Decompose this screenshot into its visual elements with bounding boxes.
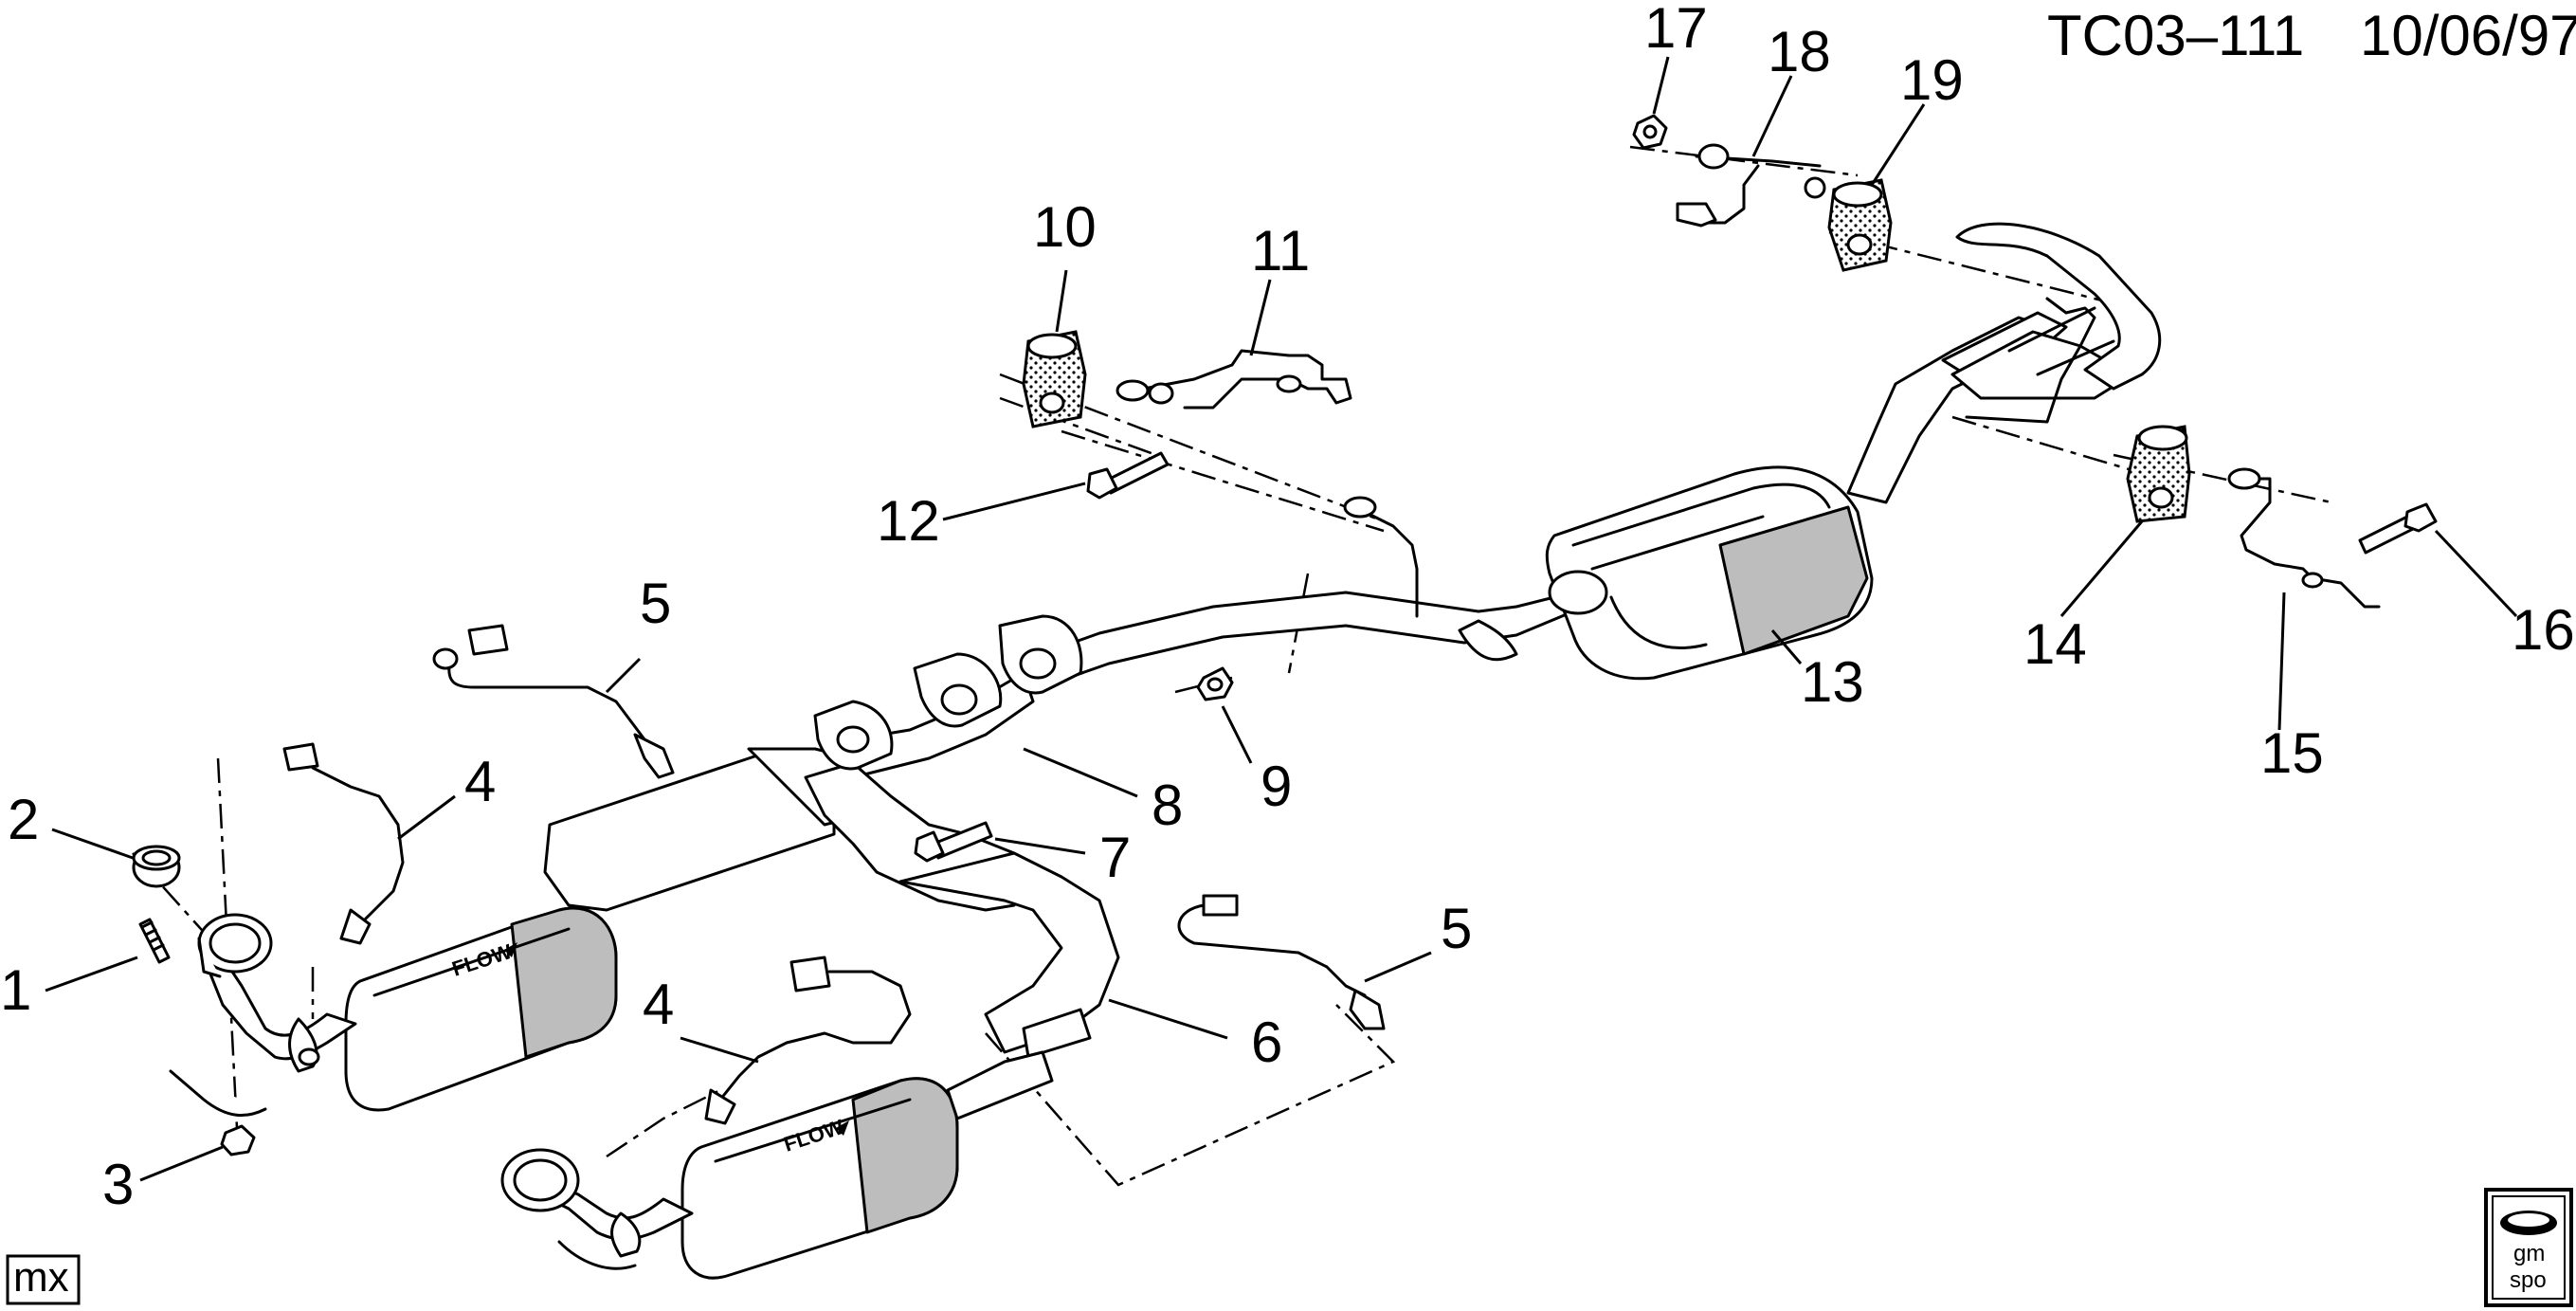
nut-9 bbox=[1196, 666, 1234, 701]
callout-18: 18 bbox=[1768, 20, 1831, 83]
corner-tag: mx bbox=[6, 1254, 81, 1305]
diagram-code: TC03–111 bbox=[2047, 4, 2304, 67]
callout-4-lower: 4 bbox=[643, 973, 674, 1036]
logo-spo-text: spo bbox=[2510, 1267, 2547, 1293]
hanger-bracket-12-rod bbox=[1343, 496, 1419, 618]
leader-lines bbox=[45, 56, 2518, 1182]
callout-2: 2 bbox=[8, 788, 39, 851]
callout-12: 12 bbox=[877, 489, 940, 553]
callout-13: 13 bbox=[1801, 650, 1864, 714]
nut-17 bbox=[1632, 114, 1668, 150]
tailpipe bbox=[1846, 222, 2162, 504]
stud-1 bbox=[138, 918, 171, 964]
callout-16: 16 bbox=[2512, 598, 2575, 662]
callout-17: 17 bbox=[1644, 0, 1708, 60]
intermediate-pipe bbox=[1012, 591, 1575, 692]
callout-6: 6 bbox=[1251, 1011, 1282, 1074]
flange-gaskets bbox=[813, 614, 1083, 771]
logo-gm-text: gm bbox=[2513, 1241, 2545, 1266]
callout-7: 7 bbox=[1099, 826, 1131, 889]
insulator-10 bbox=[1022, 330, 1087, 428]
diagram-date: 10/06/97 bbox=[2360, 4, 2576, 67]
muffler bbox=[1545, 465, 1874, 681]
bolt-12 bbox=[1086, 451, 1170, 500]
callout-11: 11 bbox=[1251, 219, 1310, 282]
oxygen-sensor-4-upper bbox=[282, 742, 405, 945]
callout-9: 9 bbox=[1261, 755, 1292, 818]
y-pipe-assembly: FLOW FLOW bbox=[169, 671, 1120, 1280]
oxygen-sensor-5-lower bbox=[1177, 894, 1386, 1030]
callout-8: 8 bbox=[1152, 774, 1183, 837]
nut-3 bbox=[220, 1124, 256, 1156]
oxygen-sensor-5-upper bbox=[432, 624, 675, 779]
bolt-7 bbox=[914, 821, 993, 863]
hanger-bracket-11 bbox=[1116, 349, 1352, 410]
seal-2 bbox=[132, 845, 181, 888]
insulator-19 bbox=[1827, 178, 1893, 272]
callout-14: 14 bbox=[2023, 612, 2087, 676]
oxygen-sensor-4-lower bbox=[704, 956, 912, 1125]
callout-3: 3 bbox=[102, 1153, 134, 1216]
callout-19: 19 bbox=[1900, 48, 1964, 112]
bolt-16 bbox=[2358, 502, 2438, 555]
callout-1: 1 bbox=[0, 958, 31, 1022]
gm-spo-logo: gm spo bbox=[2484, 1188, 2573, 1307]
hanger-bracket-15 bbox=[2227, 467, 2381, 609]
callout-4-upper: 4 bbox=[464, 750, 496, 813]
callout-numbers: 1 2 3 4 4 5 5 6 7 8 9 10 11 12 13 14 15 … bbox=[0, 0, 2575, 1216]
callout-5-lower: 5 bbox=[1441, 897, 1472, 960]
tailpipe-hanger-rod bbox=[1965, 297, 2096, 424]
corner-tag-text: mx bbox=[13, 1254, 69, 1301]
callout-5-upper: 5 bbox=[640, 572, 671, 635]
callout-15: 15 bbox=[2260, 721, 2324, 785]
hanger-bracket-18 bbox=[1676, 143, 1826, 228]
insulator-14 bbox=[2126, 425, 2191, 523]
callout-10: 10 bbox=[1033, 195, 1097, 259]
